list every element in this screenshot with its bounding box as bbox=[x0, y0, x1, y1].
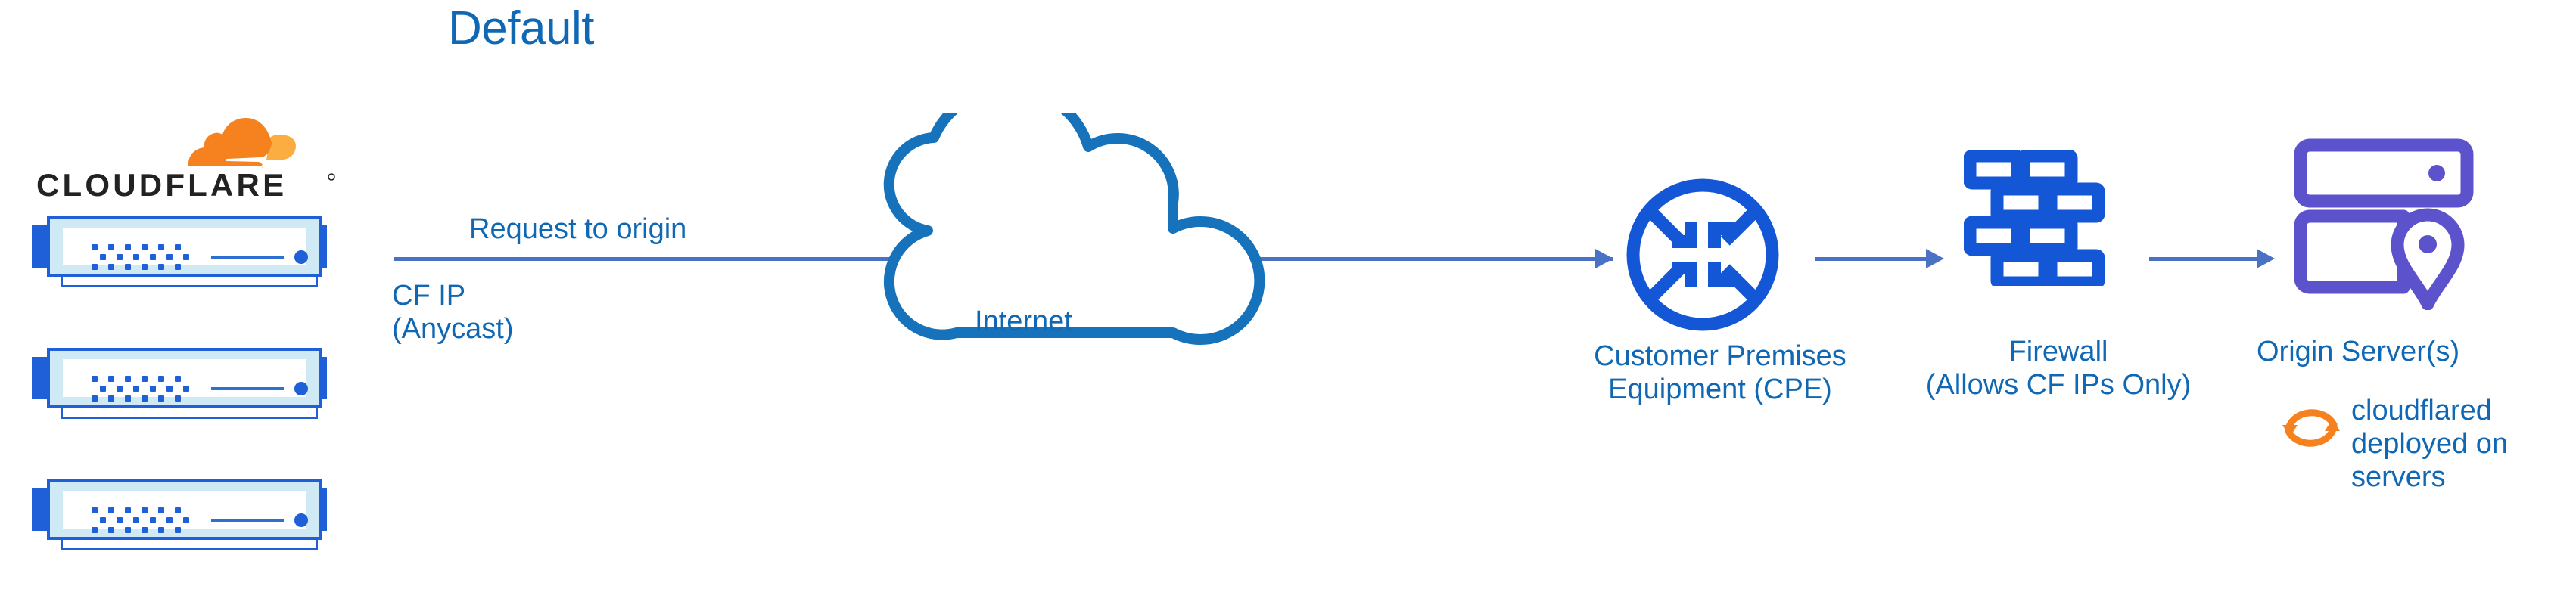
server-chassis bbox=[47, 216, 322, 277]
cpe-label: Customer Premises Equipment (CPE) bbox=[1561, 340, 1879, 406]
server-led-icon bbox=[294, 513, 308, 527]
cpe-node bbox=[1623, 175, 1782, 334]
arrow-cpe-to-firewall-line bbox=[1815, 257, 1928, 261]
firewall-label-line-1: Firewall bbox=[2008, 336, 2108, 367]
firewall-label-line-2: (Allows CF IPs Only) bbox=[1925, 369, 2192, 402]
cloudflared-line-3: servers bbox=[2351, 461, 2446, 494]
firewall-label: Firewall (Allows CF IPs Only) bbox=[1893, 335, 2223, 402]
cloudflared-line-2: deployed on bbox=[2351, 428, 2509, 460]
cloudflare-cloud-icon bbox=[173, 106, 306, 171]
cloudflare-wordmark: CLOUDFLARE bbox=[36, 167, 336, 203]
cf-ip-anycast-label: CF IP (Anycast) bbox=[392, 279, 513, 346]
arrow-firewall-to-origin-head bbox=[2257, 249, 2275, 268]
server-stack-with-location-pin-icon bbox=[2294, 138, 2474, 311]
server-base bbox=[61, 538, 318, 550]
cpe-label-line-1: Customer Premises bbox=[1594, 340, 1846, 372]
server-faceplate bbox=[63, 359, 308, 402]
cloudflare-edge-server-2 bbox=[27, 348, 331, 423]
internet-label: Internet bbox=[975, 305, 1072, 337]
origin-node bbox=[2293, 136, 2475, 311]
cf-ip-line-1: CF IP bbox=[392, 280, 466, 312]
server-faceplate bbox=[63, 491, 308, 533]
arrow-firewall-to-origin-line bbox=[2149, 257, 2259, 261]
server-led-icon bbox=[294, 382, 308, 395]
svg-text:CLOUDFLARE: CLOUDFLARE bbox=[36, 169, 287, 203]
server-vent-dots bbox=[92, 376, 189, 402]
server-led-icon bbox=[294, 250, 308, 264]
server-status-line bbox=[211, 387, 284, 390]
cloudflared-line-1: cloudflared bbox=[2351, 395, 2492, 426]
cpe-label-line-2: Equipment (CPE) bbox=[1608, 374, 1832, 406]
server-status-line bbox=[211, 519, 284, 522]
server-chassis bbox=[47, 348, 322, 408]
request-to-origin-label: Request to origin bbox=[469, 213, 687, 245]
server-faceplate bbox=[63, 228, 308, 270]
origin-label: Origin Server(s) bbox=[2257, 336, 2460, 367]
cloudflare-edge-server-1 bbox=[27, 216, 331, 292]
cloudflare-logo: CLOUDFLARE bbox=[36, 106, 336, 206]
server-vent-dots bbox=[92, 507, 189, 533]
cloudflare-edge-server-3 bbox=[27, 479, 331, 555]
internet-cloud-node bbox=[846, 83, 1285, 348]
arrow-cpe-to-firewall-head bbox=[1926, 249, 1944, 268]
cloudflared-annotation: cloudflared deployed on servers bbox=[2351, 394, 2548, 494]
server-chassis bbox=[47, 479, 322, 540]
firewall-node bbox=[1963, 149, 2115, 290]
server-status-line bbox=[211, 256, 284, 259]
router-four-arrows-icon bbox=[1626, 178, 1779, 331]
brick-wall-icon bbox=[1963, 149, 2105, 290]
sync-circular-arrows-icon bbox=[2278, 395, 2344, 461]
cloud-outline-icon bbox=[883, 83, 1265, 345]
server-vent-dots bbox=[92, 244, 189, 270]
server-base bbox=[61, 407, 318, 419]
cf-ip-line-2: (Anycast) bbox=[392, 313, 514, 346]
arrow-edge-to-cpe-head bbox=[1595, 249, 1613, 268]
server-base bbox=[61, 275, 318, 287]
page-title: Default bbox=[448, 2, 594, 54]
